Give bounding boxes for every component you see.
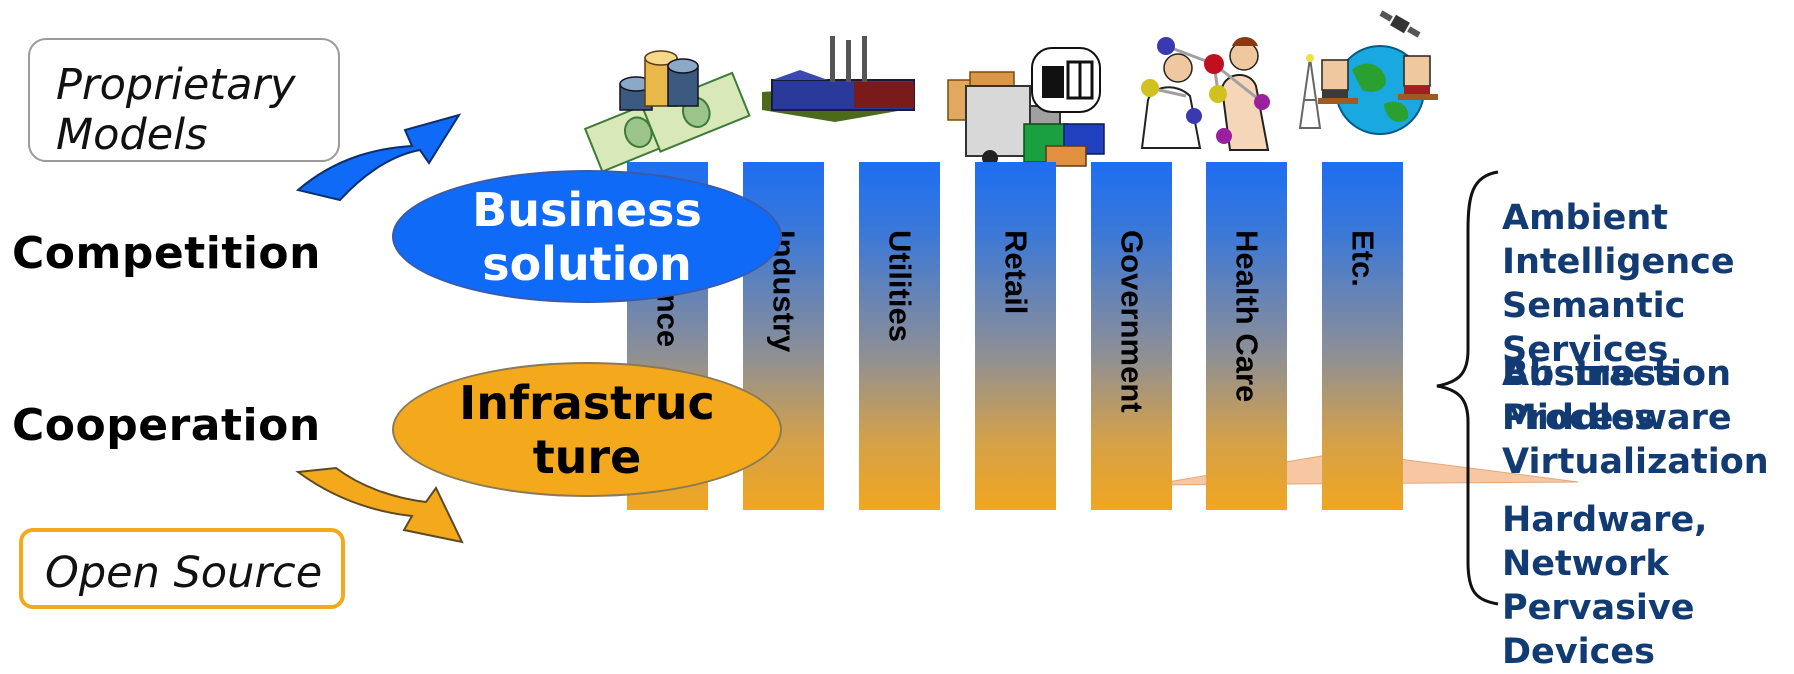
infrastructure-ellipse: Infrastruc ture	[392, 362, 782, 497]
business-solution-text: Business solution	[472, 182, 702, 291]
infrastructure-text: Infrastruc ture	[459, 375, 715, 484]
pillar-etc: Etc.	[1322, 162, 1403, 510]
retail-goods-icon	[1031, 47, 1101, 113]
pillar-label: Retail	[998, 230, 1034, 315]
pillar-label: Etc.	[1345, 230, 1381, 287]
layer-abstraction-middleware: Abstraction Middleware Virtualization	[1502, 354, 1769, 482]
layer-hardware-network: Hardware, Network Pervasive Devices	[1502, 500, 1708, 672]
open-source-callout: Open Source	[19, 528, 345, 609]
orange-curved-arrow	[295, 466, 464, 544]
blue-curved-arrow	[295, 113, 462, 202]
open-source-text: Open Source	[45, 548, 323, 598]
layer-business-process: Business Process	[1502, 354, 1677, 438]
proprietary-models-callout: Proprietary Models	[28, 38, 340, 162]
scientist-molecule-icon	[1140, 37, 1270, 151]
money-icon	[583, 50, 751, 173]
delivery-truck-icon	[947, 71, 1105, 167]
factory-icon	[762, 36, 915, 122]
cooperation-label: Cooperation	[12, 400, 321, 451]
pillar-label: Utilities	[882, 230, 918, 342]
pillar-label: Government	[1114, 230, 1150, 413]
pillar-retail: Retail	[975, 162, 1056, 510]
layer-ambient-intelligence: Ambient Intelligence Semantic Services	[1502, 198, 1735, 370]
globe-telecom-icon	[1298, 10, 1438, 135]
layers-brace	[1436, 170, 1499, 606]
pillar-government: Government	[1091, 162, 1172, 510]
proprietary-models-text: Proprietary Models	[56, 60, 296, 160]
business-solution-ellipse: Business solution	[392, 170, 782, 303]
competition-label: Competition	[12, 228, 321, 279]
pillar-label: Health Care	[1229, 230, 1265, 403]
pillar-health-care: Health Care	[1206, 162, 1287, 510]
pillar-utilities: Utilities	[859, 162, 940, 510]
